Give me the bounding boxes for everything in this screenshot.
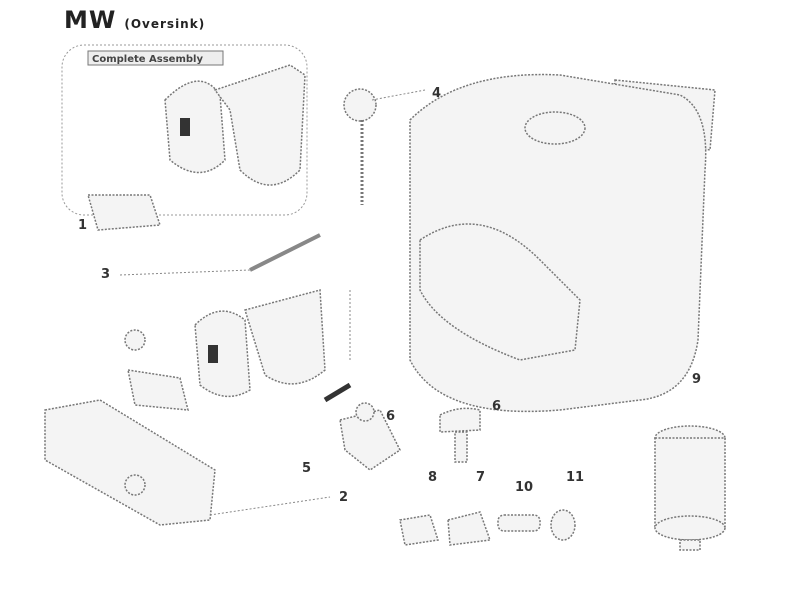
- water-heater-tank: [409, 73, 707, 413]
- fitting-8: [399, 514, 439, 546]
- callout-6: 6: [492, 399, 501, 414]
- callout-9: 9: [692, 372, 701, 387]
- mounting-bracket: [87, 194, 162, 231]
- callout-2: 2: [339, 490, 348, 505]
- callout-8: 8: [428, 470, 437, 485]
- heating-element-flange: [164, 80, 226, 174]
- model-name: MW: [64, 6, 117, 34]
- thermostat-control: [323, 382, 401, 471]
- callout-6-small: 6: [386, 409, 395, 424]
- callout-3: 3: [101, 267, 110, 282]
- relief-valve: [439, 407, 481, 463]
- assembly-label-box: [87, 50, 224, 66]
- thermostat-probe: [343, 88, 426, 205]
- fitting-7: [447, 511, 492, 546]
- fitting-10: [497, 514, 541, 532]
- callout-11: 11: [566, 470, 584, 485]
- callout-10: 10: [515, 480, 533, 495]
- diagram-title: MW (Oversink): [64, 6, 205, 34]
- heating-element-coil: [213, 64, 306, 186]
- callout-7: 7: [476, 470, 485, 485]
- callout-1: 1: [78, 218, 87, 233]
- fitting-11: [550, 509, 576, 541]
- callout-4: 4: [432, 86, 441, 101]
- assembly-label: Complete Assembly: [92, 54, 203, 65]
- heating-element-exploded: [119, 233, 351, 411]
- callout-5: 5: [302, 461, 311, 476]
- complete-assembly-inset: Complete Assembly: [61, 44, 308, 231]
- expansion-tank: [654, 425, 726, 551]
- model-variant: (Oversink): [124, 17, 206, 31]
- front-cover: [44, 399, 216, 526]
